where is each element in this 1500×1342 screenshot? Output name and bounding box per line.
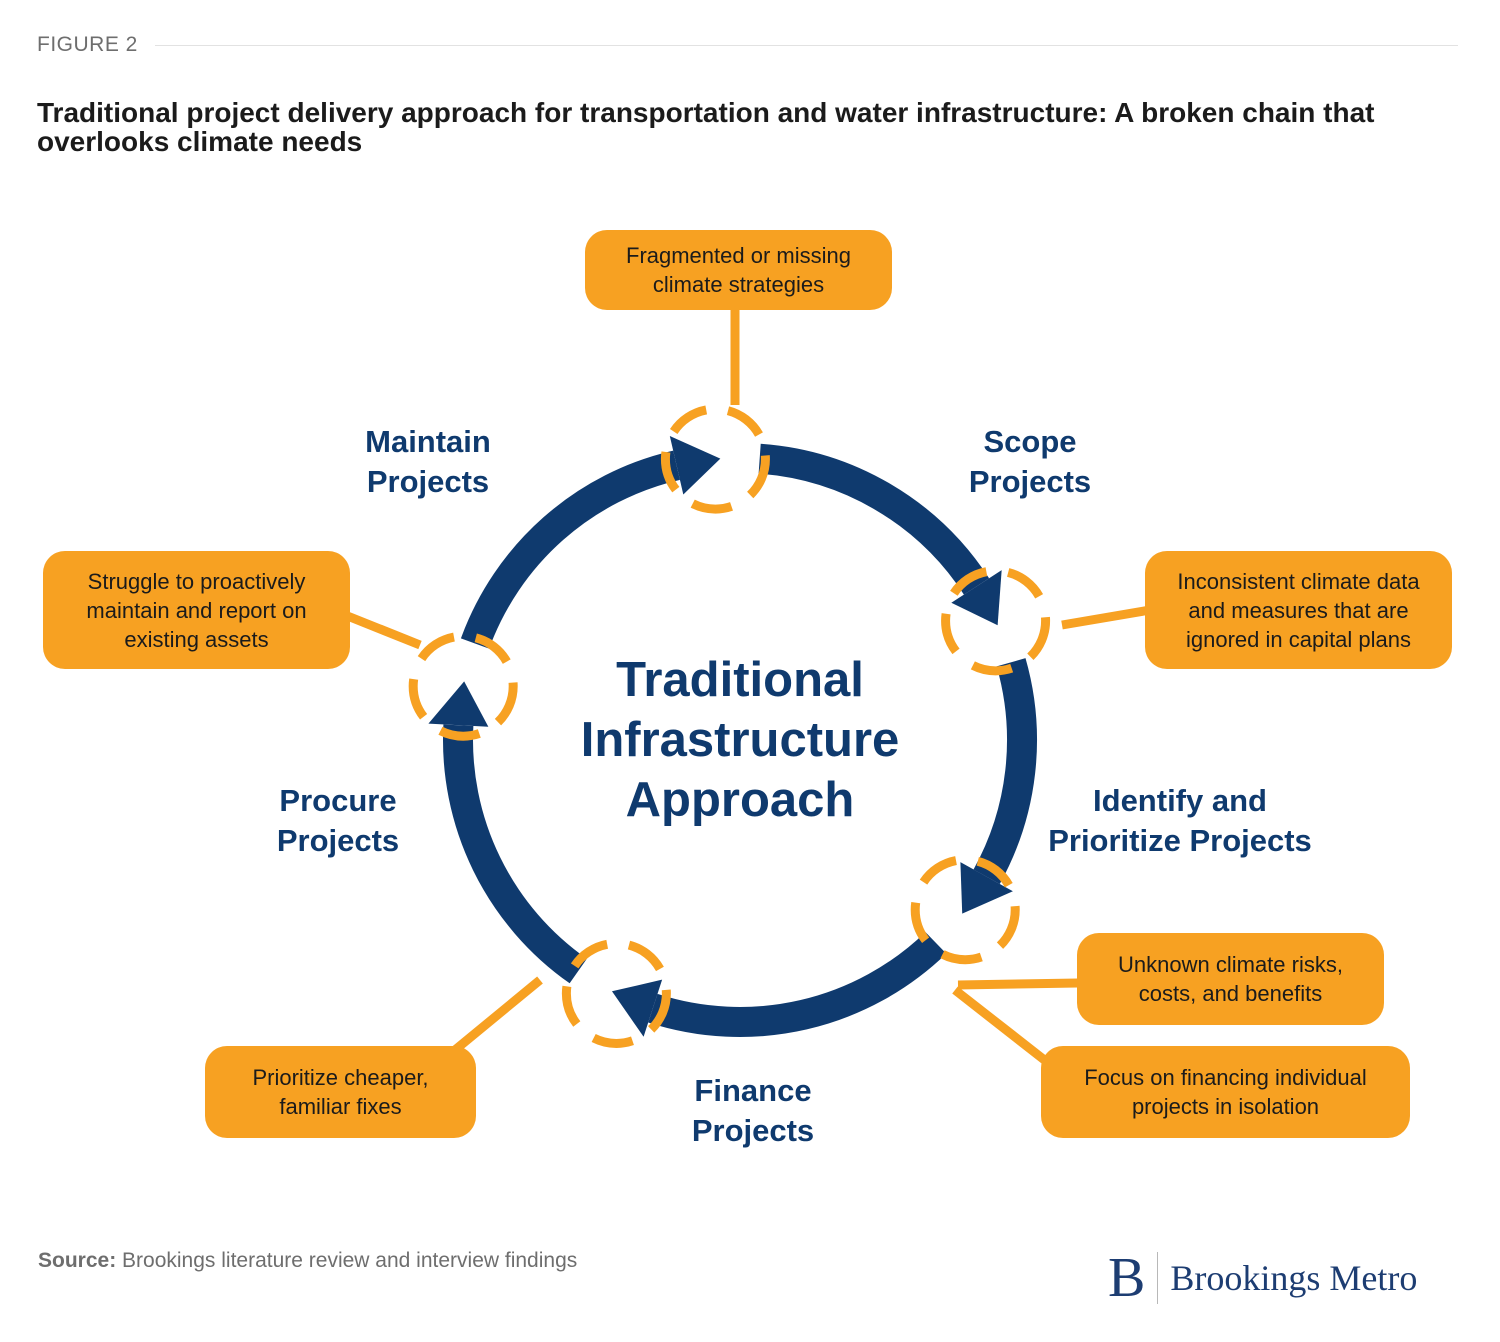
arrowhead-maintain — [428, 681, 489, 727]
cycle-ring — [428, 435, 1037, 1037]
break-circle-4 — [561, 938, 671, 1048]
break-markers — [408, 404, 1051, 1048]
ring-segment-procure — [443, 724, 587, 984]
ring-segment-identify — [973, 658, 1037, 884]
figure-divider — [155, 45, 1458, 46]
break-circle-2 — [941, 566, 1051, 676]
arrowhead-finance — [960, 862, 1013, 914]
arrowhead-identify — [951, 570, 1002, 626]
arrowhead-procure — [611, 979, 663, 1037]
logo-mark: B — [1108, 1247, 1146, 1309]
connector-data — [1061, 605, 1151, 630]
figure-title: Traditional project delivery approach fo… — [37, 97, 1375, 157]
connector-maintain — [343, 610, 422, 650]
connector-fixes — [452, 976, 543, 1054]
source-note: Source: Brookings literature review and … — [38, 1249, 578, 1272]
brookings-logo: B Brookings Metro — [1108, 1250, 1417, 1306]
ring-segment-maintain — [460, 450, 681, 649]
barrier-box-fixes: Prioritize cheaper,familiar fixes — [205, 1046, 476, 1138]
center-title: Traditional Infrastructure Approach — [580, 653, 900, 827]
connector-risks — [957, 978, 1079, 990]
ring-segment-scope — [758, 443, 990, 595]
figure-label: FIGURE 2 — [37, 33, 138, 56]
arrowhead-scope — [669, 435, 721, 495]
logo-text: Brookings Metro — [1170, 1258, 1418, 1298]
break-circle-1 — [660, 404, 770, 514]
logo-divider — [1157, 1252, 1159, 1304]
break-circle-3 — [910, 855, 1020, 965]
barrier-box-risks: Unknown climate risks,costs, and benefit… — [1077, 933, 1384, 1025]
ring-segment-finance — [648, 932, 947, 1037]
break-circle-5 — [408, 631, 518, 741]
